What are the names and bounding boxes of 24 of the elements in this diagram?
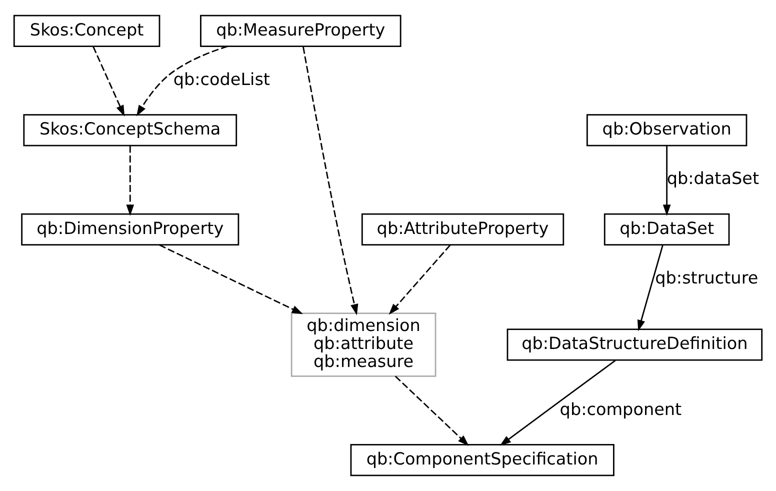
node-box: qb:Observation: [586, 114, 748, 146]
arrow: [388, 244, 451, 315]
node-box: qb:ComponentSpecification: [350, 444, 614, 476]
edge-label: qb:codeList: [173, 68, 270, 89]
arrow: [302, 46, 358, 316]
node-box: qb:AttributeProperty: [361, 213, 564, 246]
edge-label: qb:structure: [655, 267, 758, 288]
node-box: qb:MeasureProperty: [200, 14, 402, 48]
arrow: [92, 46, 125, 116]
edge-label: qb:component: [560, 398, 682, 419]
node-box: Skos:ConceptSchema: [23, 114, 238, 146]
node-box: qb:DataSet: [604, 213, 730, 246]
arrow: [136, 46, 228, 116]
node-box: Skos:Concept: [13, 14, 160, 48]
arrow: [662, 146, 671, 216]
edge-label: qb:dataSet: [666, 168, 760, 188]
arrow: [126, 146, 134, 216]
node-box: qb:dimension qb:attribute qb:measure: [290, 312, 436, 377]
arrow: [158, 244, 304, 314]
arrow: [394, 376, 469, 446]
node-box: qb:DataStructureDefinition: [506, 328, 763, 361]
arrow: [500, 360, 616, 446]
node-box: qb:DimensionProperty: [21, 213, 240, 246]
arrow: [637, 244, 664, 332]
